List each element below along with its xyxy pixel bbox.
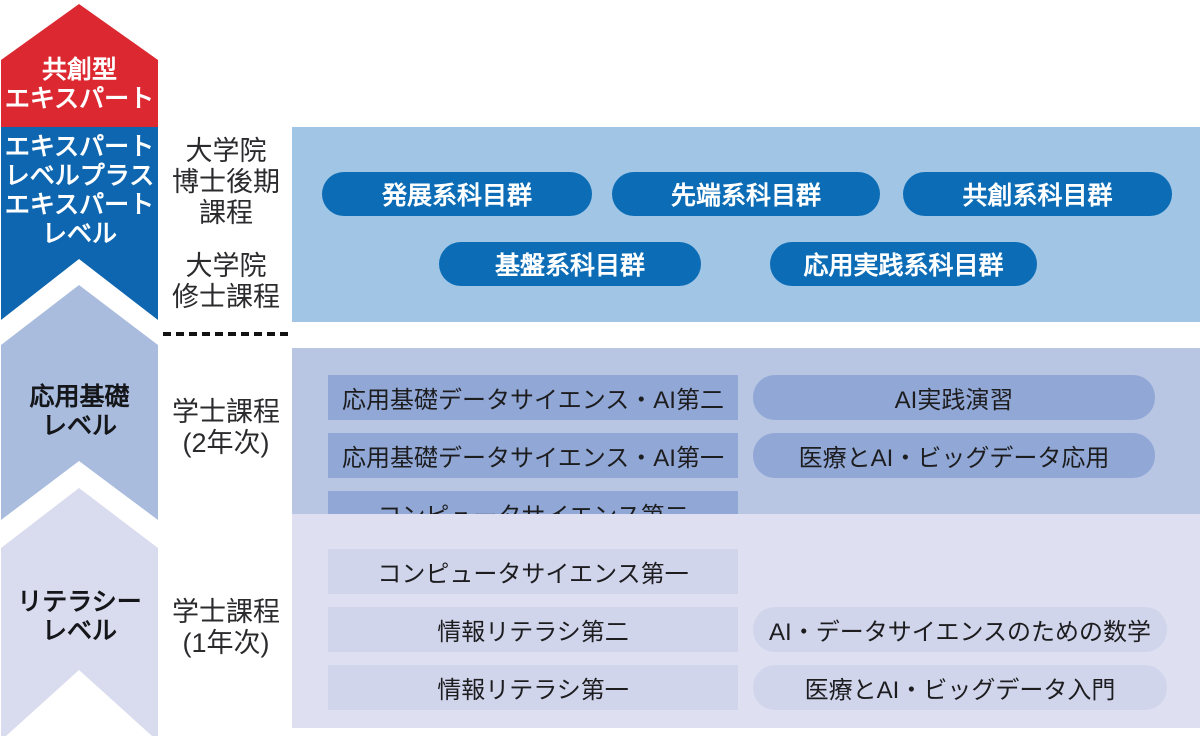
- course-computer-science-1: コンピュータサイエンス第一: [328, 549, 738, 594]
- level-label-line: 共創型: [41, 56, 117, 84]
- course-info-literacy-1: 情報リテラシ第一: [328, 665, 738, 710]
- pill-applied-practice-subjects: 応用実践系科目群: [770, 242, 1037, 286]
- level-label-line: エキスパート: [4, 191, 155, 219]
- level-label-line: リテラシー: [17, 588, 142, 616]
- stage-label-bachelor-1st-year: 学士課程 (1年次): [160, 597, 292, 659]
- stage-label-line: (2年次): [182, 428, 270, 458]
- stage-label-line: (1年次): [182, 628, 270, 658]
- stage-label-doctoral: 大学院 博士後期 課程: [160, 136, 292, 229]
- course-math-for-ai-ds: AI・データサイエンスのための数学: [753, 607, 1167, 652]
- applied-basic-panel: [292, 348, 1200, 514]
- course-applied-ds-ai-1: 応用基礎データサイエンス・AI第一: [328, 433, 738, 478]
- pill-foundation-subjects: 基盤系科目群: [439, 242, 701, 286]
- stage-label-masters: 大学院 修士課程: [160, 251, 292, 313]
- level-label-line: レベルプラス: [4, 162, 155, 190]
- pill-cutting-edge-subjects: 先端系科目群: [612, 172, 880, 216]
- stage-label-line: 学士課程: [172, 597, 280, 627]
- level-label-line: レベル: [41, 220, 117, 248]
- course-applied-ds-ai-2: 応用基礎データサイエンス・AI第二: [328, 375, 738, 420]
- stage-label-line: 大学院: [185, 251, 267, 281]
- stage-label-line: 修士課程: [172, 282, 280, 312]
- graduate-undergraduate-divider: [163, 332, 289, 336]
- stage-label-line: 博士後期: [172, 167, 280, 197]
- pill-co-creation-subjects: 共創系科目群: [903, 172, 1172, 216]
- level-label-expert: エキスパート レベルプラス エキスパート レベル: [1, 133, 158, 249]
- stage-label-line: 課程: [199, 198, 253, 228]
- stage-label-line: 学士課程: [172, 397, 280, 427]
- graduate-course-panel: [292, 127, 1200, 322]
- stage-label-line: 大学院: [185, 136, 267, 166]
- level-label-literacy: リテラシー レベル: [1, 588, 158, 646]
- level-label-applied-basic: 応用基礎 レベル: [1, 383, 158, 441]
- level-label-line: エキスパート: [4, 85, 155, 113]
- level-label-line: レベル: [41, 617, 117, 645]
- level-label-co-creation-expert: 共創型 エキスパート: [1, 56, 158, 114]
- level-label-line: エキスパート: [4, 133, 155, 161]
- course-ai-practice-seminar: AI実践演習: [753, 375, 1155, 420]
- course-medical-ai-bigdata-intro: 医療とAI・ビッグデータ入門: [753, 665, 1167, 710]
- level-label-line: レベル: [41, 412, 117, 440]
- course-info-literacy-2: 情報リテラシ第二: [328, 607, 738, 652]
- course-medical-ai-bigdata-applied: 医療とAI・ビッグデータ応用: [753, 433, 1155, 478]
- pill-advanced-subjects: 発展系科目群: [322, 172, 592, 216]
- level-label-line: 応用基礎: [29, 383, 130, 411]
- stage-label-bachelor-2nd-year: 学士課程 (2年次): [160, 397, 292, 459]
